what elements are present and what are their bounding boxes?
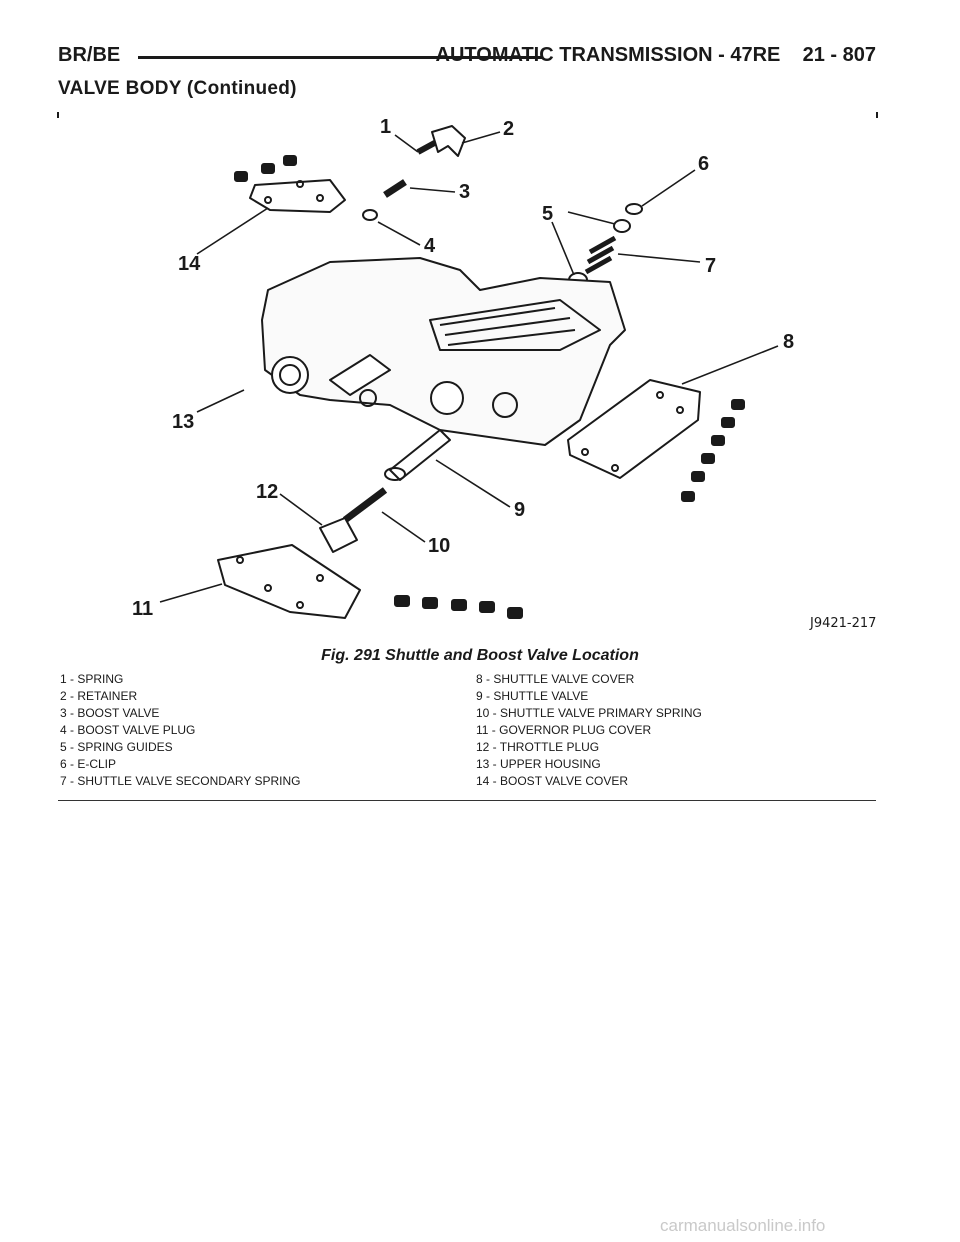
callout-13: 13 [172, 411, 194, 433]
callout-14: 14 [178, 253, 201, 275]
retainer-2 [431, 125, 466, 157]
watermark: carmanualsonline.info [660, 1216, 826, 1235]
legend-item: 7 - SHUTTLE VALVE SECONDARY SPRING [60, 774, 301, 788]
legend-item: 4 - BOOST VALVE PLUG [60, 723, 196, 737]
figure-caption: Fig. 291 Shuttle and Boost Valve Locatio… [321, 647, 639, 664]
legend-item: 10 - SHUTTLE VALVE PRIMARY SPRING [476, 706, 702, 720]
throttle-plug-12 [319, 517, 358, 553]
legend-item: 13 - UPPER HOUSING [476, 757, 601, 771]
legend-column-right: 8 - SHUTTLE VALVE COVER 9 - SHUTTLE VALV… [476, 671, 702, 790]
legend-item: 5 - SPRING GUIDES [60, 740, 173, 754]
callout-5: 5 [542, 203, 553, 225]
legend-item: 2 - RETAINER [60, 689, 138, 703]
legend-item: 3 - BOOST VALVE [60, 706, 160, 720]
legend-bottom-rule [58, 800, 876, 801]
legend-item: 9 - SHUTTLE VALVE [476, 689, 589, 703]
spring-guide-5a [613, 219, 631, 233]
drawing-id: J9421-217 [810, 616, 877, 631]
legend-item: 11 - GOVERNOR PLUG COVER [476, 723, 652, 737]
boost-valve-plug-4 [362, 209, 378, 221]
cover-screws [234, 155, 297, 182]
governor-cover-screws [394, 595, 523, 619]
shuttle-cover-screws [681, 399, 745, 502]
callout-7: 7 [705, 255, 716, 277]
legend-item: 14 - BOOST VALVE COVER [476, 774, 629, 788]
shuttle-valve-9 [389, 429, 451, 481]
page-header: BR/BE AUTOMATIC TRANSMISSION - 47RE 21 -… [58, 40, 876, 70]
header-model: BR/BE [58, 44, 121, 66]
callout-1: 1 [380, 116, 391, 138]
shuttle-valve-cover-8 [567, 379, 701, 479]
legend-column-left: 1 - SPRING 2 - RETAINER 3 - BOOST VALVE … [60, 671, 301, 790]
section-title: VALVE BODY (Continued) [58, 78, 297, 99]
callout-numbers: 1 2 3 4 5 6 7 8 9 10 11 12 13 14 [132, 116, 794, 620]
e-clip-6 [625, 203, 643, 215]
boost-valve-3 [383, 179, 407, 198]
callout-12: 12 [256, 481, 278, 503]
legend-item: 1 - SPRING [60, 672, 124, 686]
callout-10: 10 [428, 535, 450, 557]
callout-3: 3 [459, 181, 470, 203]
governor-plug-cover-11 [217, 544, 361, 619]
primary-spring-10 [342, 487, 388, 523]
legend-item: 12 - THROTTLE PLUG [476, 740, 600, 754]
exploded-view-figure: 1 2 3 4 5 6 7 8 9 10 11 12 13 14 J9421-2… [57, 112, 878, 631]
valve-body-illustration: 1 2 3 4 5 6 7 8 9 10 11 12 13 14 [57, 112, 878, 620]
callout-9: 9 [514, 499, 525, 521]
header-rule [138, 56, 542, 59]
callout-4: 4 [424, 235, 436, 257]
callout-6: 6 [698, 153, 709, 175]
header-section-page: AUTOMATIC TRANSMISSION - 47RE 21 - 807 [435, 44, 876, 66]
secondary-spring-7 [584, 235, 617, 275]
legend-item: 6 - E-CLIP [60, 757, 117, 771]
boost-valve-cover [249, 179, 346, 213]
callout-8: 8 [783, 331, 794, 353]
upper-housing-13 [261, 257, 626, 446]
callout-2: 2 [503, 118, 514, 140]
callout-11: 11 [132, 598, 153, 620]
legend-item: 8 - SHUTTLE VALVE COVER [476, 672, 635, 686]
